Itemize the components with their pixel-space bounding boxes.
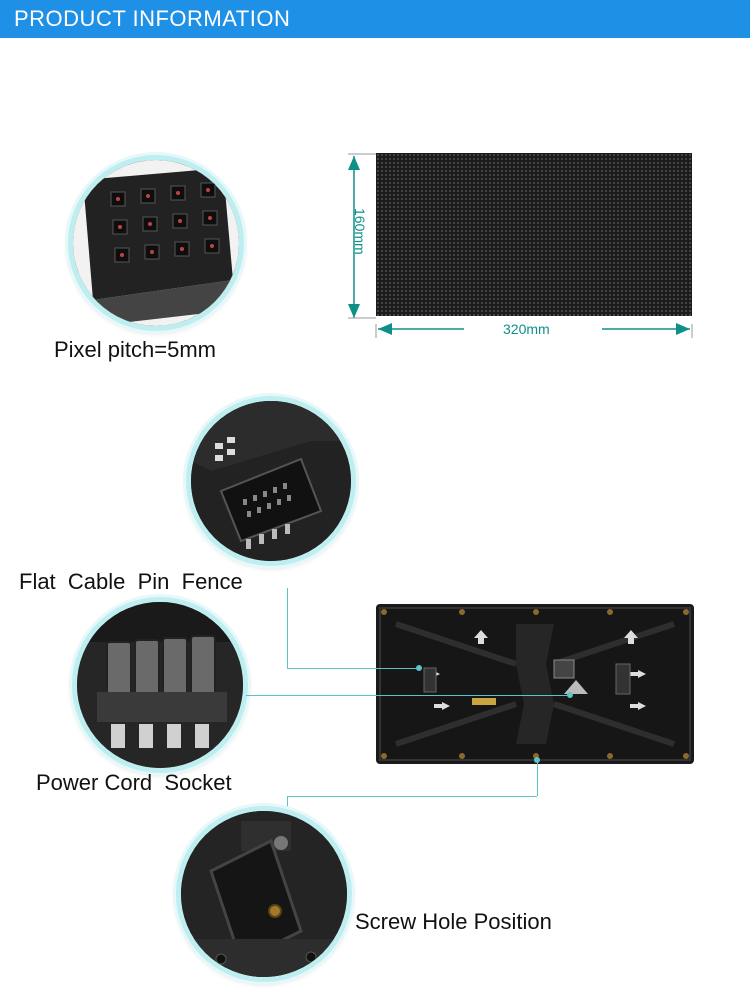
arrow-left-icon (378, 323, 392, 335)
pixel-closeup-image (68, 155, 244, 331)
page-title: PRODUCT INFORMATION (14, 6, 291, 31)
screw-hole-leader-dot (534, 757, 540, 763)
screw-hole-leader-rise (537, 760, 538, 796)
power-cord-leader-dot (567, 692, 573, 698)
flat-cable-leader-vertical (287, 588, 288, 668)
screw-hole-caption: Screw Hole Position (355, 909, 552, 934)
flat-cable-closeup-image (186, 396, 356, 566)
led-module-front-image (376, 153, 692, 316)
power-socket-closeup-image (72, 597, 248, 773)
screw-hole-leader-horizontal (287, 796, 537, 797)
pixel-pitch-caption: Pixel pitch=5mm (54, 337, 217, 362)
power-cord-leader-horizontal (246, 695, 570, 696)
arrow-down-icon (348, 304, 360, 318)
width-dimension-label: 320mm (503, 321, 550, 337)
ribbon-connector-icon (191, 401, 351, 561)
flat-cable-leader-dot (416, 665, 422, 671)
screw-hole-leader-vertical (287, 796, 288, 808)
header-bar: PRODUCT INFORMATION (0, 0, 750, 38)
arrow-up-marker-icon-2 (624, 630, 638, 644)
module-back-diagram (379, 607, 691, 761)
label-sticker (472, 698, 496, 705)
height-dimension-label: 160mm (352, 208, 368, 255)
warning-triangle-icon (564, 680, 588, 694)
led-module-back-image (376, 604, 694, 764)
power-cord-caption: Power Cord Socket (36, 770, 232, 795)
arrow-up-marker-icon (474, 630, 488, 644)
arrow-up-icon (348, 156, 360, 170)
power-socket-icon (77, 602, 243, 768)
flat-cable-caption: Flat Cable Pin Fence (19, 569, 243, 594)
led-pixel-grid-icon (73, 160, 239, 326)
flat-cable-leader-horizontal (287, 668, 419, 669)
screw-hole-closeup-image (176, 806, 352, 982)
arrow-right-icon (676, 323, 690, 335)
dimension-arrows (348, 153, 693, 338)
power-socket-marker (553, 659, 575, 679)
screw-hole-icon (181, 811, 347, 977)
